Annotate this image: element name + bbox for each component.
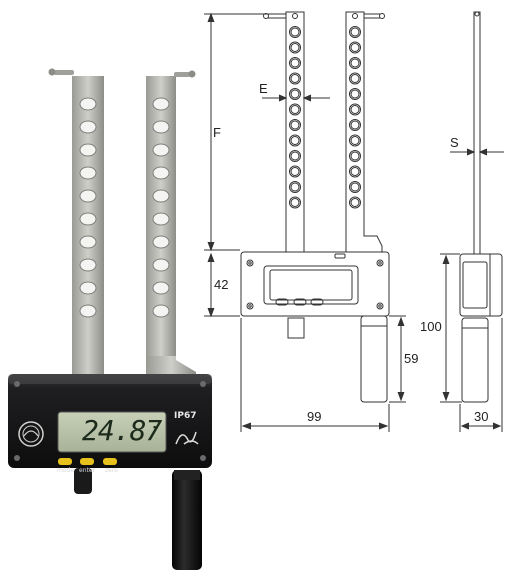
label-59: 59 <box>404 351 419 366</box>
dimension-99 <box>240 318 390 432</box>
lcd-display <box>57 411 167 453</box>
lcd-readout: 24.87 <box>82 414 162 447</box>
arm-holes <box>79 97 170 318</box>
arm-hole <box>79 143 97 157</box>
label-99: 99 <box>307 409 322 424</box>
arm-hole <box>152 235 170 249</box>
drawing-arm-hole-inner <box>290 136 300 145</box>
drawing-arm-hole-inner <box>350 198 360 207</box>
gauge-body <box>8 374 212 468</box>
arm-hole <box>79 166 97 180</box>
arm-hole <box>152 166 170 180</box>
drawing-arm-hole-inner <box>290 74 300 83</box>
enter-label: enter <box>79 467 96 474</box>
dimension-59 <box>389 315 406 403</box>
drawing-arm-hole-inner <box>350 136 360 145</box>
drawing-arm-hole-inner <box>290 27 300 37</box>
arm-hole <box>152 304 170 318</box>
side-view <box>459 11 503 403</box>
drawing-arm-hole-inner <box>350 167 360 176</box>
dimension-30 <box>459 318 503 432</box>
mode-button[interactable] <box>58 458 72 465</box>
arm-hole <box>152 281 170 295</box>
clamp-knob[interactable] <box>74 468 92 494</box>
label-42: 42 <box>214 277 229 292</box>
signature-icon <box>175 431 199 445</box>
drawing-arm-hole-inner <box>290 198 300 207</box>
dimension-E <box>262 94 330 102</box>
dimension-100 <box>440 253 462 403</box>
drawing-arm-hole-inner <box>350 151 360 161</box>
label-F: F <box>213 125 221 140</box>
front-view <box>240 11 390 403</box>
mode-label: mode <box>57 467 75 474</box>
arm-hole <box>79 258 97 272</box>
arm-hole <box>79 281 97 295</box>
arm-hole <box>79 120 97 134</box>
arm-hole <box>152 143 170 157</box>
drawing-arm-hole-inner <box>350 43 360 52</box>
arm-hole <box>79 304 97 318</box>
arm-hole <box>152 120 170 134</box>
drawing-arm-hole-inner <box>350 182 360 192</box>
arm-hole <box>152 97 170 111</box>
drawing-arm-hole-inner <box>350 105 360 114</box>
drawing-arm-hole-inner <box>290 89 300 99</box>
drawing-arm-hole-inner <box>350 89 360 99</box>
arm-hole <box>79 212 97 226</box>
brand-logo-icon <box>18 421 44 447</box>
lcd-unit-mark: ▪ <box>153 422 157 432</box>
drawing-arm-hole-inner <box>290 151 300 161</box>
zero-label: zero <box>105 467 118 474</box>
arm-hole <box>152 212 170 226</box>
arm-hole <box>79 235 97 249</box>
label-100: 100 <box>420 319 442 334</box>
drawing-arm-hole-inner <box>290 182 300 192</box>
protection-rating: IP67 <box>174 411 197 421</box>
arm-hole <box>152 258 170 272</box>
dimension-F <box>204 12 268 252</box>
drawing-arm-hole-inner <box>350 27 360 37</box>
dimension-42 <box>204 252 240 318</box>
drawing-arm-hole-inner <box>290 120 300 130</box>
handle <box>172 470 202 570</box>
drawing-arm-hole-inner <box>290 58 300 68</box>
label-S: S <box>450 135 459 150</box>
drawing-arm-hole-inner <box>290 43 300 52</box>
drawing-arm-hole-inner <box>350 58 360 68</box>
zero-button[interactable] <box>103 458 117 465</box>
arm-hole <box>79 189 97 203</box>
arm-hole <box>152 189 170 203</box>
enter-button[interactable] <box>80 458 94 465</box>
drawing-arm-hole-inner <box>350 120 360 130</box>
label-E: E <box>259 81 268 96</box>
drawing-arm-hole-inner <box>290 105 300 114</box>
label-30: 30 <box>474 409 489 424</box>
drawing-arm-hole-inner <box>290 167 300 176</box>
arm-hole <box>79 97 97 111</box>
dimension-S <box>450 148 504 156</box>
drawing-arm-hole-inner <box>350 74 360 83</box>
